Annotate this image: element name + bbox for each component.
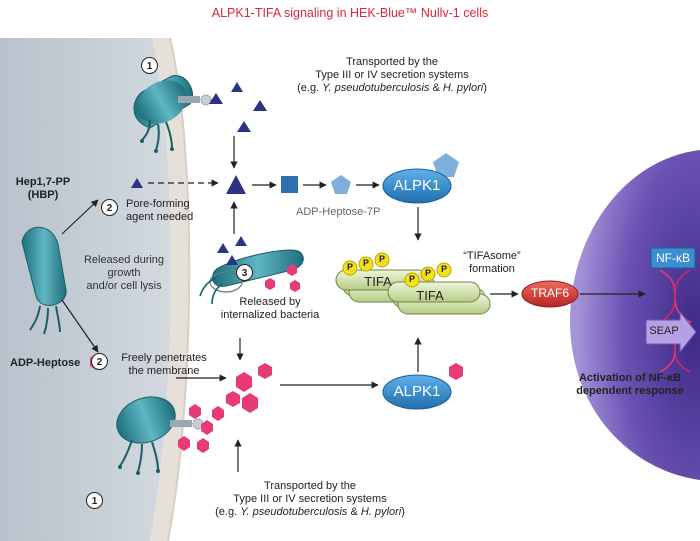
top-transport-line3: (e.g. Y. pseudotuberculosis & H. pylori)	[262, 82, 522, 95]
bottom-transport-amp: &	[347, 505, 361, 518]
traf6	[521, 280, 579, 308]
top-bacterium	[133, 75, 212, 153]
step-3-internalized-badge: 3	[236, 264, 253, 281]
pore-label: Pore-forming agent needed	[126, 198, 226, 224]
internalized-bacterium	[199, 249, 304, 305]
bottom-transport-hpylori: H. pylori	[360, 505, 402, 518]
bottom-transport-line3: (e.g. Y. pseudotuberculosis & H. pylori)	[180, 506, 440, 519]
phospho-3: P	[378, 254, 385, 264]
hbp-line1: Hep1,7-PP	[15, 176, 71, 188]
tifasome-line2: formation	[469, 262, 515, 275]
step-1-bottom-badge: 1	[86, 492, 103, 509]
top-transport-eg: (e.g.	[297, 81, 323, 94]
tifasome-caption: “TIFAsome” formation	[452, 250, 532, 276]
adp-heptose-7p-pentagon	[331, 175, 351, 194]
internalized-caption: Released by internalized bacteria	[200, 296, 340, 322]
bottom-transport-line1: Transported by the	[264, 480, 356, 492]
tifa-front-label: TIFA	[416, 288, 444, 303]
phospho-5: P	[424, 268, 431, 278]
step-2-pore-badge: 2	[101, 199, 118, 216]
hbp-label: Hep1,7-PP (HBP)	[4, 176, 82, 202]
top-transport-yersinia: Y. pseudotuberculosis	[322, 81, 430, 94]
freely-line1: Freely penetrates	[121, 352, 207, 364]
bottom-transport-caption: Transported by the Type III or IV secret…	[180, 480, 440, 519]
top-transport-hpylori: H. pylori	[442, 81, 484, 94]
adp-heptose-label: ADP-Heptose	[10, 357, 81, 369]
released-line2: growth	[107, 266, 141, 279]
nfkb-label: NF-κB	[656, 251, 690, 265]
alpk1-bound-pentagon	[433, 153, 459, 177]
seap-arrow	[645, 310, 697, 354]
alpk1-top-label: ALPK1	[393, 177, 441, 194]
phospho-4: P	[408, 274, 415, 284]
hbp-triangle-small	[131, 178, 143, 188]
freely-line2: the membrane	[128, 364, 200, 377]
top-transport-close: )	[483, 81, 487, 94]
top-transport-amp: &	[429, 81, 443, 94]
activation-caption: Activation of NF-κB dependent response	[566, 372, 694, 398]
tifa-complex	[335, 252, 491, 315]
activation-line1: Activation of NF-κB	[578, 372, 682, 384]
tifa-back-label: TIFA	[364, 274, 392, 289]
phospho-1: P	[346, 262, 353, 272]
top-transport-line2: Type III or IV secretion systems	[315, 68, 469, 81]
step-2-freely-badge: 2	[91, 353, 108, 370]
diagram-title: ALPK1-TIFA signaling in HEK-Blue™ Nullv-…	[211, 6, 489, 20]
bottom-transport-line2: Type III or IV secretion systems	[233, 492, 387, 505]
released-caption: Released during growth and/or cell lysis	[74, 254, 174, 293]
activation-line2: dependent response	[576, 384, 684, 397]
heptose-square	[281, 176, 298, 193]
released-line1: Released during	[83, 254, 165, 266]
cell-membrane	[150, 38, 190, 541]
bottom-transport-close: )	[401, 505, 405, 518]
hbp-triangles-internalized	[217, 236, 247, 265]
alpk1-top	[382, 168, 452, 204]
pore-line2: agent needed	[126, 210, 194, 223]
alpk1-bottom	[382, 374, 452, 410]
internalized-line1: Released by	[239, 296, 301, 308]
hbp-triangles-top	[209, 82, 267, 132]
bottom-bacterium	[116, 396, 204, 475]
phospho-6: P	[440, 264, 447, 274]
top-transport-caption: Transported by the Type III or IV secret…	[262, 56, 522, 95]
released-line3: and/or cell lysis	[86, 279, 162, 292]
phospho-2: P	[362, 258, 369, 268]
hbp-triangle-center	[226, 175, 246, 194]
adp-heptose-7p-label: ADP-Heptose-7P	[296, 206, 381, 218]
bottom-transport-yersinia: Y. pseudotuberculosis	[240, 505, 348, 518]
alpk1-bottom-label: ALPK1	[393, 383, 441, 400]
top-transport-line1: Transported by the	[346, 56, 438, 68]
nucleus	[570, 150, 700, 480]
freely-caption: Freely penetrates the membrane	[112, 352, 216, 378]
hbp-line2: (HBP)	[27, 188, 59, 201]
step-1-top-badge: 1	[141, 57, 158, 74]
pore-line1: Pore-forming	[126, 198, 190, 210]
nfkb-box	[650, 247, 696, 269]
tifasome-line1: “TIFAsome”	[463, 250, 521, 262]
arrows	[61, 136, 646, 472]
free-bacterium	[21, 226, 67, 335]
seap-label: SEAP	[649, 325, 679, 337]
traf6-label: TRAF6	[530, 286, 569, 300]
bottom-transport-eg: (e.g.	[215, 505, 241, 518]
internalized-line2: internalized bacteria	[220, 308, 320, 321]
